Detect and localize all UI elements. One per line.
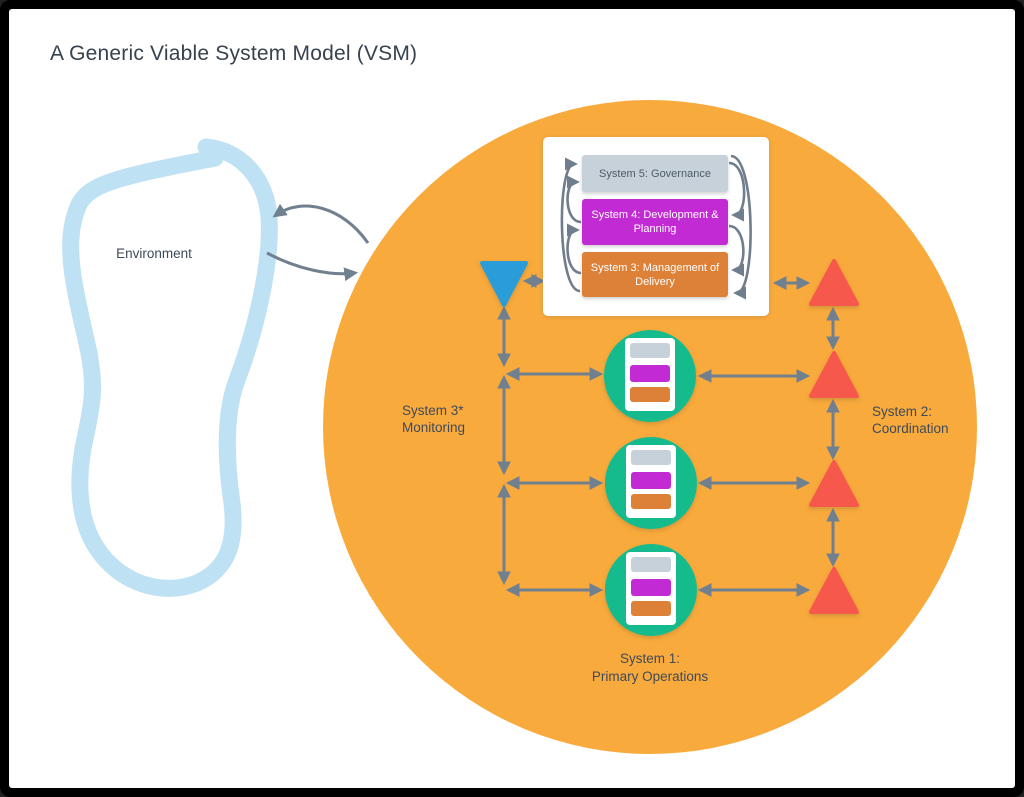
page-title: A Generic Viable System Model (VSM)	[50, 42, 418, 65]
organisation-to-environment-arrow	[272, 203, 370, 244]
metasystem-feedback-arrows	[560, 154, 752, 300]
mini-system4-bar	[631, 579, 671, 596]
system5-governance-box: System 5: Governance	[582, 155, 728, 192]
system3-management-box: System 3: Management of Delivery	[582, 252, 728, 297]
coordination-label-line1: System 2:	[872, 404, 933, 419]
arrow-s3-to-s4-left	[566, 223, 582, 275]
environment-label: Environment	[116, 246, 192, 261]
primary-operations-label-line1: System 1:	[619, 651, 681, 666]
operations-units	[604, 330, 697, 636]
coordination-triangle-3	[809, 460, 859, 507]
mini-system3-bar	[631, 494, 671, 509]
coordination-triangle-1	[809, 259, 859, 306]
mini-system5-bar	[631, 450, 671, 465]
operations-unit-3-panel	[626, 552, 676, 625]
coordination-label-line2: Coordination	[872, 421, 949, 436]
mini-system5-bar	[631, 557, 671, 572]
operations-unit-2-panel	[626, 445, 676, 518]
monitoring-channel	[497, 274, 604, 597]
mini-system4-bar	[630, 365, 670, 382]
metasystem-box: System 5: Governance System 4: Developme…	[543, 137, 769, 316]
environment-blob	[62, 138, 278, 597]
mini-system3-bar	[630, 387, 670, 402]
environment-to-organisation-arrow	[266, 251, 359, 282]
coordination-label: System 2: Coordination	[872, 403, 982, 437]
operations-unit-1-panel	[625, 338, 675, 411]
arrow-s5-to-s3-right	[730, 154, 752, 300]
diagram-canvas: System 5: Governance System 4: Developme…	[9, 9, 1015, 788]
monitoring-label-line2: Monitoring	[402, 420, 466, 435]
arrow-s5-to-s4-right	[728, 161, 746, 222]
monitoring-label-line1: System 3*	[402, 403, 464, 418]
primary-operations-label: System 1: Primary Operations	[555, 650, 745, 686]
arrow-s3-to-s5-left	[560, 157, 581, 293]
mini-system4-bar	[631, 472, 671, 489]
system4-development-box: System 4: Development & Planning	[582, 199, 728, 245]
coordination-triangle-4	[809, 567, 859, 614]
monitoring-label: System 3* Monitoring	[402, 402, 512, 436]
coordination-triangle-2	[809, 351, 859, 398]
monitoring-triangle	[480, 261, 528, 307]
primary-operations-label-line2: Primary Operations	[591, 669, 709, 684]
mini-system5-bar	[630, 343, 670, 358]
arrow-s4-to-s5-left	[566, 175, 582, 224]
arrow-s4-to-s3-right	[728, 224, 745, 277]
coordination-channel	[697, 276, 840, 597]
mini-system3-bar	[631, 601, 671, 616]
